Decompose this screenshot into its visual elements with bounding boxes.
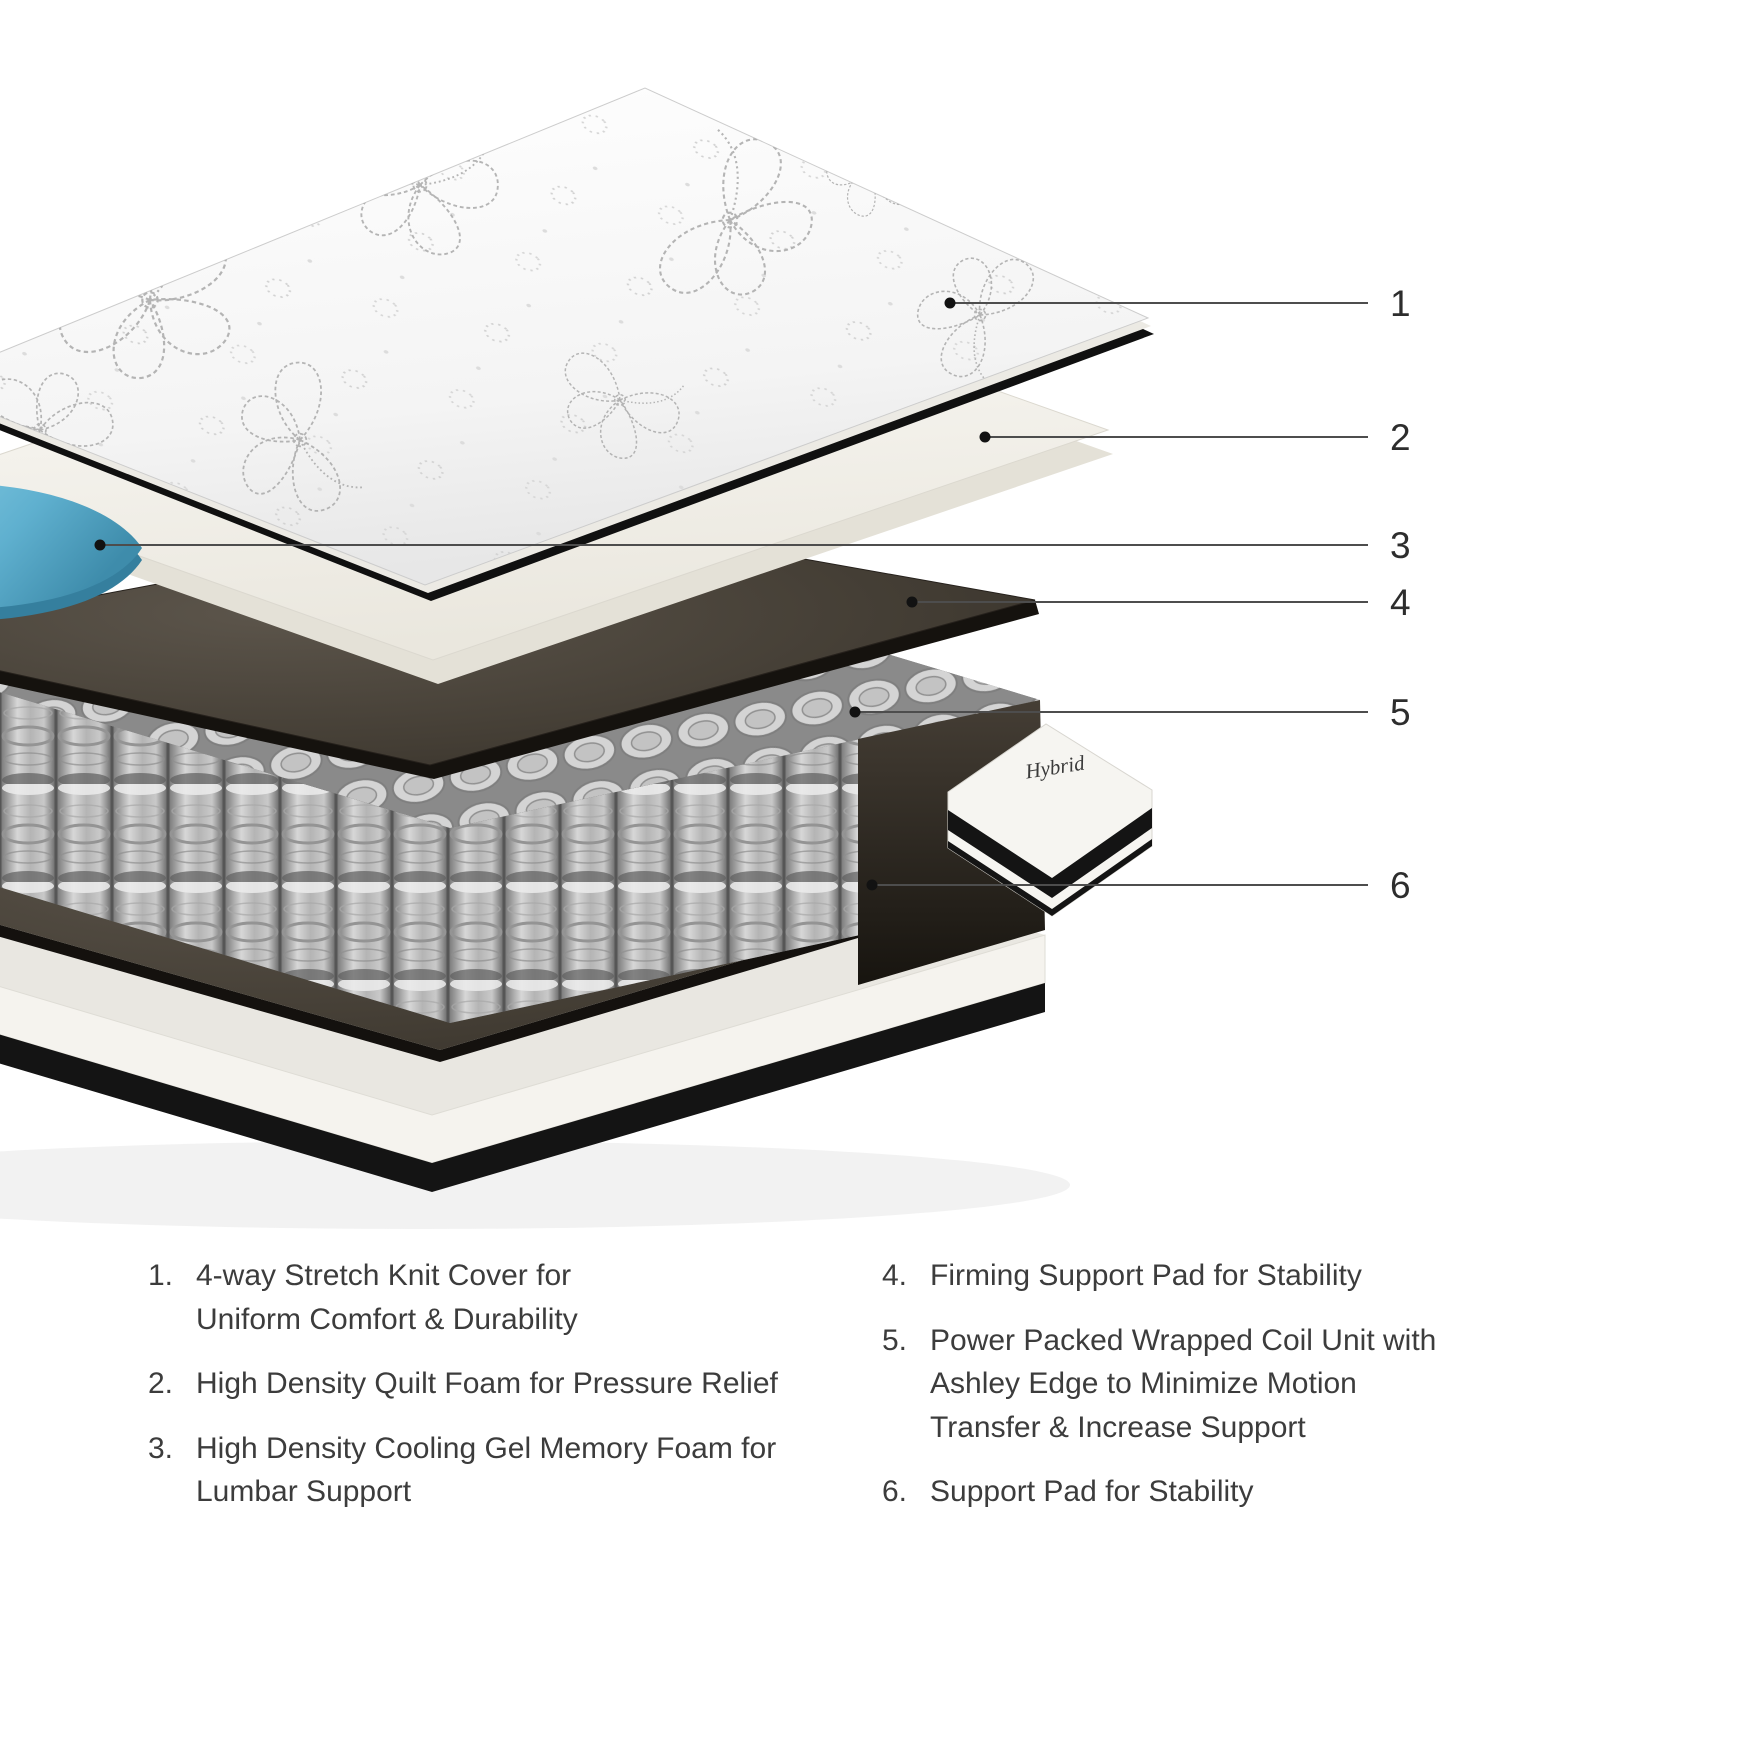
ground-shadow (0, 1141, 1070, 1229)
callout-number: 2 (1390, 417, 1411, 458)
legend-column-right: 4. Firming Support Pad for Stability 5. … (882, 1254, 1512, 1535)
layer-1-knit-cover (0, 87, 1154, 601)
legend-item-1: 1. 4-way Stretch Knit Cover for Uniform … (148, 1254, 798, 1341)
gel-top (0, 485, 142, 608)
legend-item-5: 5. Power Packed Wrapped Coil Unit with A… (882, 1319, 1512, 1450)
callout-dot (906, 596, 918, 608)
callout-number: 5 (1390, 692, 1411, 733)
legend-item-text: Support Pad for Stability (930, 1475, 1254, 1508)
base-black-rim (0, 983, 1045, 1192)
legend-item-text: High Density Cooling Gel Memory Foam for… (196, 1431, 777, 1509)
legend-item-2: 2. High Density Quilt Foam for Pressure … (148, 1362, 798, 1406)
callout-1: 1 (944, 283, 1411, 324)
legend-column-left: 1. 4-way Stretch Knit Cover for Uniform … (148, 1254, 798, 1535)
callout-dot (849, 706, 861, 718)
legend-item-number: 1. (148, 1259, 174, 1292)
coil-front-texture (0, 692, 860, 1023)
callout-5: 5 (849, 692, 1411, 733)
callouts: 1 2 3 4 5 6 (94, 283, 1411, 906)
layer-3-gel-memory-foam (0, 485, 142, 620)
callout-6: 6 (866, 865, 1411, 906)
legend-item-number: 5. (882, 1323, 908, 1357)
legend-item-3: 3. High Density Cooling Gel Memory Foam … (148, 1427, 798, 1514)
legend: 1. 4-way Stretch Knit Cover for Uniform … (0, 1254, 1750, 1535)
legend-item-text: Power Packed Wrapped Coil Unit with Ashl… (930, 1323, 1437, 1444)
callout-dot (94, 539, 106, 551)
legend-item-number: 6. (882, 1475, 908, 1508)
legend-item-number: 2. (148, 1367, 174, 1400)
edge-support-wedge: Hybrid (947, 723, 1153, 917)
legend-item-6: 6. Support Pad for Stability (882, 1470, 1512, 1514)
legend-item-4: 4. Firming Support Pad for Stability (882, 1254, 1512, 1298)
callout-dot (944, 297, 956, 309)
legend-item-text: Firming Support Pad for Stability (930, 1259, 1362, 1292)
wedge-black-stripe (948, 808, 1152, 898)
callout-3: 3 (94, 525, 1411, 566)
legend-item-number: 4. (882, 1259, 908, 1292)
callout-dot (866, 879, 878, 891)
legend-item-text: High Density Quilt Foam for Pressure Rel… (196, 1367, 778, 1400)
callout-4: 4 (906, 582, 1411, 623)
callout-dot (979, 431, 991, 443)
legend-item-number: 3. (148, 1431, 174, 1465)
legend-item-text: 4-way Stretch Knit Cover for Uniform Com… (196, 1259, 578, 1336)
callout-2: 2 (979, 417, 1411, 458)
callout-number: 4 (1390, 582, 1411, 623)
callout-number: 1 (1390, 283, 1411, 324)
pad4-side (0, 600, 1039, 779)
callout-number: 6 (1390, 865, 1411, 906)
callout-number: 3 (1390, 525, 1411, 566)
